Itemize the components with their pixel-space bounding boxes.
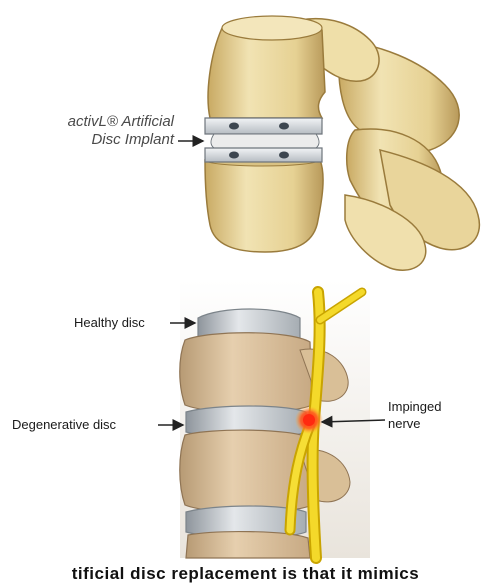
implant-label: activL® Artificial Disc Implant <box>42 113 174 149</box>
artificial-disc-implant <box>205 118 322 162</box>
caption-text: tificial disc replacement is that it mim… <box>0 564 491 584</box>
impinged-label-line2: nerve <box>388 415 441 432</box>
bottom-spine-illustration <box>180 280 370 558</box>
impinged-label-line1: Impinged <box>388 398 441 415</box>
impinged-nerve-label: Impinged nerve <box>388 398 441 432</box>
degenerative-disc-label: Degenerative disc <box>12 416 116 433</box>
implant-label-line2: Disc Implant <box>42 131 174 149</box>
implant-label-line1: activL® Artificial <box>42 113 174 131</box>
healthy-disc-label: Healthy disc <box>74 314 145 331</box>
